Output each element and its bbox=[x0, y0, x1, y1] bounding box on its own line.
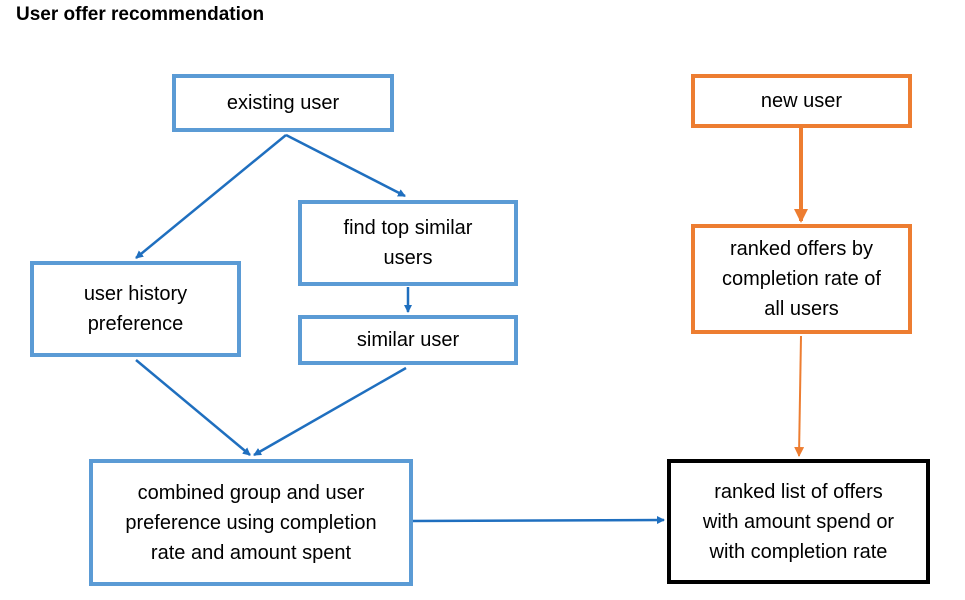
node-user-history-preference: user history preference bbox=[30, 261, 241, 357]
arrow-combined-to-ranked-list bbox=[411, 516, 665, 525]
node-similar-user-label: similar user bbox=[356, 329, 460, 351]
arrow-similar-to-combined bbox=[253, 366, 407, 457]
node-combined-preference: combined group and user preference using… bbox=[89, 459, 413, 586]
arrow-ranked-offers-to-list bbox=[794, 335, 805, 457]
node-find-top-similar-users-label: find top similar users bbox=[343, 217, 473, 269]
arrow-existing-to-find-similar bbox=[285, 133, 406, 198]
node-ranked-list: ranked list of offers with amount spend … bbox=[667, 459, 930, 584]
arrow-existing-to-history bbox=[135, 134, 287, 259]
page-title: User offer recommendation bbox=[16, 4, 265, 25]
node-user-history-preference-label: user history preference bbox=[83, 283, 188, 335]
node-ranked-list-label: ranked list of offers with amount spend … bbox=[702, 480, 895, 563]
node-find-top-similar-users: find top similar users bbox=[298, 200, 518, 286]
node-combined-preference-label: combined group and user preference using… bbox=[125, 481, 377, 564]
node-new-user-label: new user bbox=[760, 90, 843, 112]
node-ranked-offers: ranked offers by completion rate of all … bbox=[691, 224, 912, 334]
node-ranked-offers-label: ranked offers by completion rate of all … bbox=[722, 238, 881, 320]
node-existing-user: existing user bbox=[172, 74, 394, 132]
node-existing-user-label: existing user bbox=[226, 92, 340, 114]
arrow-history-to-combined bbox=[135, 359, 251, 456]
node-new-user: new user bbox=[691, 74, 912, 128]
node-similar-user: similar user bbox=[298, 315, 518, 365]
